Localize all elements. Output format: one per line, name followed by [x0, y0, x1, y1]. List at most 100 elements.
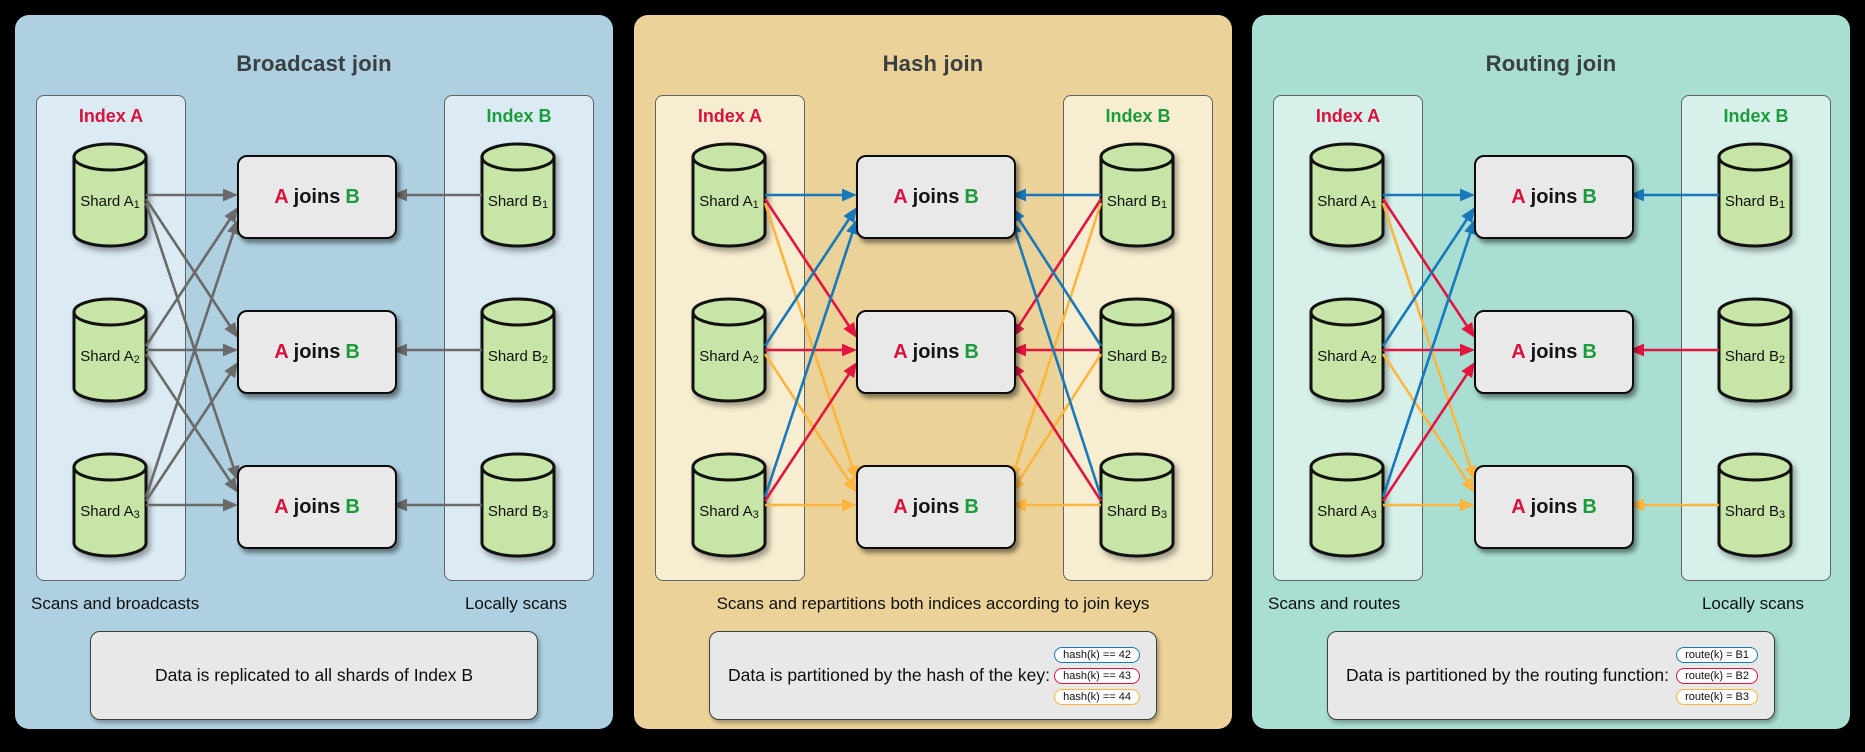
shard-label: Shard B2	[478, 348, 558, 366]
shard-subscript: 1	[1370, 199, 1377, 211]
shard-label: Shard A3	[689, 503, 769, 521]
join-word-a: A	[274, 495, 289, 518]
shard-b1-cylinder: Shard B1	[1097, 139, 1177, 251]
shard-name: Shard B	[487, 193, 543, 210]
shard-name: Shard A	[699, 193, 753, 210]
database-cylinder-icon	[1099, 452, 1175, 558]
join-word-mid: joins	[293, 340, 341, 363]
note-badge: route(k) = B1	[1676, 646, 1758, 663]
shard-subscript: 3	[752, 509, 759, 521]
shard-subscript: 2	[1370, 354, 1377, 366]
shard-subscript: 1	[133, 199, 140, 211]
shard-a3-cylinder: Shard A3	[70, 449, 150, 561]
join-word-mid: joins	[293, 495, 341, 518]
shard-subscript: 3	[542, 509, 549, 521]
shard-label: Shard A1	[70, 193, 150, 211]
shard-b2-cylinder: Shard B2	[478, 294, 558, 406]
shard-label: Shard B1	[1097, 193, 1177, 211]
caption-row: Scans and repartitions both indices acco…	[634, 594, 1232, 614]
shard-label: Shard B1	[478, 193, 558, 211]
shard-name: Shard B	[1106, 503, 1162, 520]
shard-name: Shard B	[1724, 503, 1780, 520]
note-text: Data is partitioned by the hash of the k…	[728, 665, 1050, 685]
shard-label: Shard B3	[1097, 503, 1177, 521]
shard-subscript: 1	[542, 199, 549, 211]
join-word-a: A	[1511, 185, 1526, 208]
join-word-mid: joins	[1530, 340, 1578, 363]
shard-label: Shard A2	[1307, 348, 1387, 366]
shard-subscript: 2	[133, 354, 140, 366]
shard-b1-cylinder: Shard B1	[478, 139, 558, 251]
shard-label: Shard A1	[689, 193, 769, 211]
shard-subscript: 1	[1161, 199, 1168, 211]
shard-name: Shard B	[487, 348, 543, 365]
shard-name: Shard B	[1106, 348, 1162, 365]
shard-name: Shard B	[1724, 348, 1780, 365]
index-b-label: Index B	[1105, 106, 1171, 126]
shard-name: Shard B	[1106, 193, 1162, 210]
shard-b1-cylinder: Shard B1	[1715, 139, 1795, 251]
join-word-a: A	[893, 340, 908, 363]
shard-b3-cylinder: Shard B3	[478, 449, 558, 561]
shard-a2-cylinder: Shard A2	[1307, 294, 1387, 406]
shard-subscript: 1	[752, 199, 759, 211]
shard-a1-cylinder: Shard A1	[1307, 139, 1387, 251]
index-a-label: Index A	[1315, 106, 1381, 126]
shard-subscript: 2	[1779, 354, 1786, 366]
shard-b3-cylinder: Shard B3	[1715, 449, 1795, 561]
shard-label: Shard B2	[1715, 348, 1795, 366]
join-word-b: B	[1582, 495, 1597, 518]
caption-center: Scans and repartitions both indices acco…	[716, 594, 1150, 613]
join-word-b: B	[964, 185, 979, 208]
index-a-label: Index A	[78, 106, 144, 126]
note-badge: route(k) = B3	[1676, 688, 1758, 705]
database-cylinder-icon	[1099, 142, 1175, 248]
shard-subscript: 3	[1370, 509, 1377, 521]
database-cylinder-icon	[480, 297, 556, 403]
join-word-mid: joins	[912, 495, 960, 518]
database-cylinder-icon	[72, 297, 148, 403]
shard-label: Shard A2	[689, 348, 769, 366]
database-cylinder-icon	[1309, 452, 1385, 558]
shard-subscript: 1	[1779, 199, 1786, 211]
index-b-label: Index B	[1723, 106, 1789, 126]
join-word-mid: joins	[1530, 185, 1578, 208]
shard-subscript: 2	[752, 354, 759, 366]
join-word-b: B	[964, 495, 979, 518]
join-word-b: B	[345, 495, 360, 518]
database-cylinder-icon	[480, 452, 556, 558]
shard-name: Shard B	[487, 503, 543, 520]
caption-right: Locally scans	[464, 594, 567, 613]
join-word-b: B	[1582, 340, 1597, 363]
database-cylinder-icon	[1099, 297, 1175, 403]
join-word-a: A	[274, 340, 289, 363]
shard-name: Shard A	[80, 348, 134, 365]
join-word-mid: joins	[912, 340, 960, 363]
join-word-b: B	[345, 185, 360, 208]
note-box: Data is partitioned by the hash of the k…	[709, 631, 1157, 720]
shard-name: Shard A	[1317, 503, 1371, 520]
join-word-b: B	[1582, 185, 1597, 208]
note-text: Data is partitioned by the routing funct…	[1346, 665, 1669, 685]
database-cylinder-icon	[480, 142, 556, 248]
join-word-mid: joins	[293, 185, 341, 208]
database-cylinder-icon	[1309, 142, 1385, 248]
caption-left: Scans and broadcasts	[31, 594, 200, 613]
shard-label: Shard A3	[1307, 503, 1387, 521]
database-cylinder-icon	[1717, 452, 1793, 558]
shard-b3-cylinder: Shard B3	[1097, 449, 1177, 561]
shard-label: Shard B1	[1715, 193, 1795, 211]
shard-name: Shard A	[80, 193, 134, 210]
caption-left: Scans and routes	[1268, 594, 1401, 613]
panel-title: Hash join	[882, 51, 984, 76]
shard-label: Shard B3	[478, 503, 558, 521]
shard-label: Shard A1	[1307, 193, 1387, 211]
